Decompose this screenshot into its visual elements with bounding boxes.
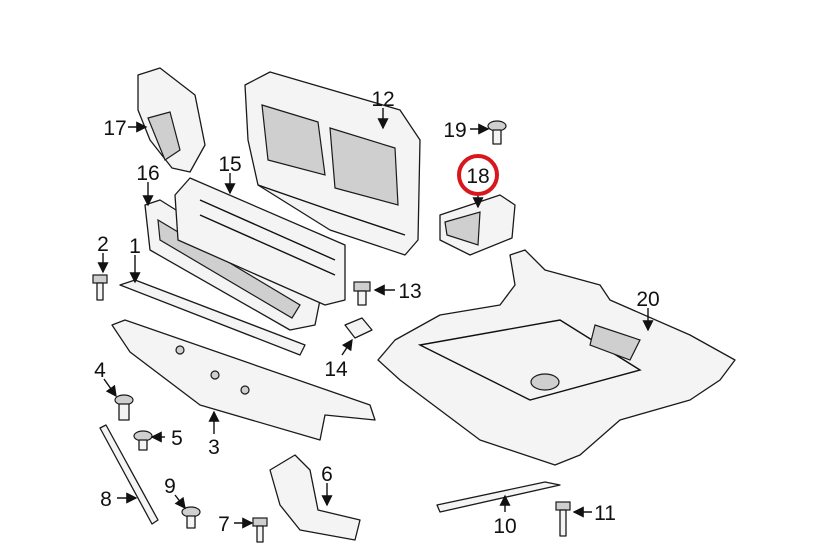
- callout-7[interactable]: 7: [218, 513, 230, 536]
- fastener-9[interactable]: [181, 506, 201, 529]
- callout-12[interactable]: 12: [371, 88, 394, 111]
- callout-17[interactable]: 17: [103, 117, 126, 140]
- leader-lines: [97, 108, 654, 529]
- callout-9[interactable]: 9: [164, 475, 176, 498]
- callout-5[interactable]: 5: [171, 427, 183, 450]
- fastener-5[interactable]: [133, 430, 153, 451]
- part-10-strut[interactable]: [436, 481, 561, 513]
- fastener-11[interactable]: [555, 501, 571, 537]
- callout-2[interactable]: 2: [97, 233, 109, 256]
- part-15-air-guide[interactable]: [174, 177, 346, 306]
- callout-1[interactable]: 1: [129, 235, 141, 258]
- callout-14[interactable]: 14: [324, 358, 348, 381]
- callout-4[interactable]: 4: [94, 359, 106, 382]
- callout-19[interactable]: 19: [443, 119, 466, 142]
- fastener-4[interactable]: [114, 394, 134, 421]
- fastener-7[interactable]: [252, 517, 268, 543]
- fastener-2[interactable]: [92, 274, 108, 301]
- part-17-air-duct[interactable]: [137, 67, 206, 173]
- callout-13[interactable]: 13: [398, 280, 421, 303]
- callout-18[interactable]: 18: [466, 165, 489, 188]
- highlight-circle: [457, 154, 499, 196]
- callout-20[interactable]: 20: [636, 288, 659, 311]
- part-18-bracket[interactable]: [439, 194, 516, 256]
- fastener-13[interactable]: [353, 281, 371, 306]
- callout-16[interactable]: 16: [136, 162, 159, 185]
- fastener-19[interactable]: [487, 120, 507, 145]
- part-20-underbody-shield[interactable]: [377, 249, 736, 466]
- callout-15[interactable]: 15: [218, 153, 241, 176]
- clip-14[interactable]: [344, 317, 373, 339]
- callout-11[interactable]: 11: [594, 502, 616, 525]
- part-6-bracket[interactable]: [269, 454, 361, 541]
- callout-3[interactable]: 3: [208, 436, 220, 459]
- part-12-grille-carrier[interactable]: [244, 71, 421, 256]
- callout-10[interactable]: 10: [493, 515, 516, 538]
- part-3-bumper-carrier[interactable]: [111, 319, 376, 441]
- callout-8[interactable]: 8: [100, 488, 112, 511]
- part-8-strut[interactable]: [99, 424, 159, 525]
- callout-6[interactable]: 6: [321, 463, 333, 486]
